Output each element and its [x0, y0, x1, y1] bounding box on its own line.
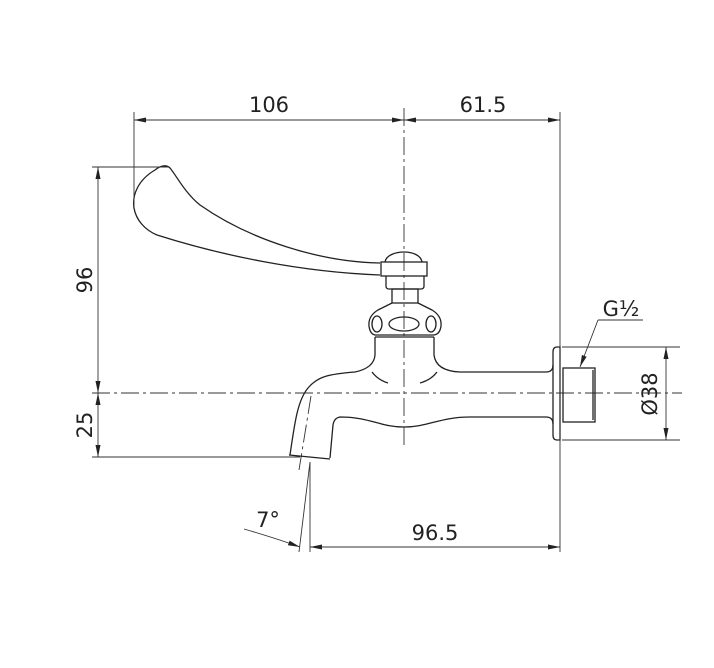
dim-96-5: 96.5	[412, 521, 459, 545]
centerlines	[92, 108, 682, 471]
lever-handle	[132, 165, 381, 276]
dim-25: 25	[73, 412, 97, 439]
thread-connector	[562, 367, 596, 423]
dimension-lines	[92, 112, 680, 553]
spindle-nut	[385, 276, 425, 290]
spout-tip	[288, 454, 331, 460]
spout-centerline	[298, 395, 312, 471]
dimension-labels: 106 61.5 96 25 96.5 7° Ø38 G½	[73, 93, 662, 545]
handle-cap	[380, 261, 428, 277]
dim-61-5: 61.5	[460, 93, 507, 117]
handle-dome	[384, 251, 423, 263]
body-top	[289, 337, 376, 456]
dim-96: 96	[73, 267, 97, 294]
thread-label: G½	[603, 297, 640, 321]
body-bottom	[329, 416, 554, 459]
faucet-outline	[132, 165, 596, 460]
dim-106: 106	[249, 93, 289, 117]
dim-diameter: Ø38	[638, 372, 662, 415]
dim-angle: 7°	[256, 508, 280, 532]
bonnet	[368, 302, 442, 336]
spindle	[391, 288, 419, 304]
wall-flange	[552, 346, 561, 441]
